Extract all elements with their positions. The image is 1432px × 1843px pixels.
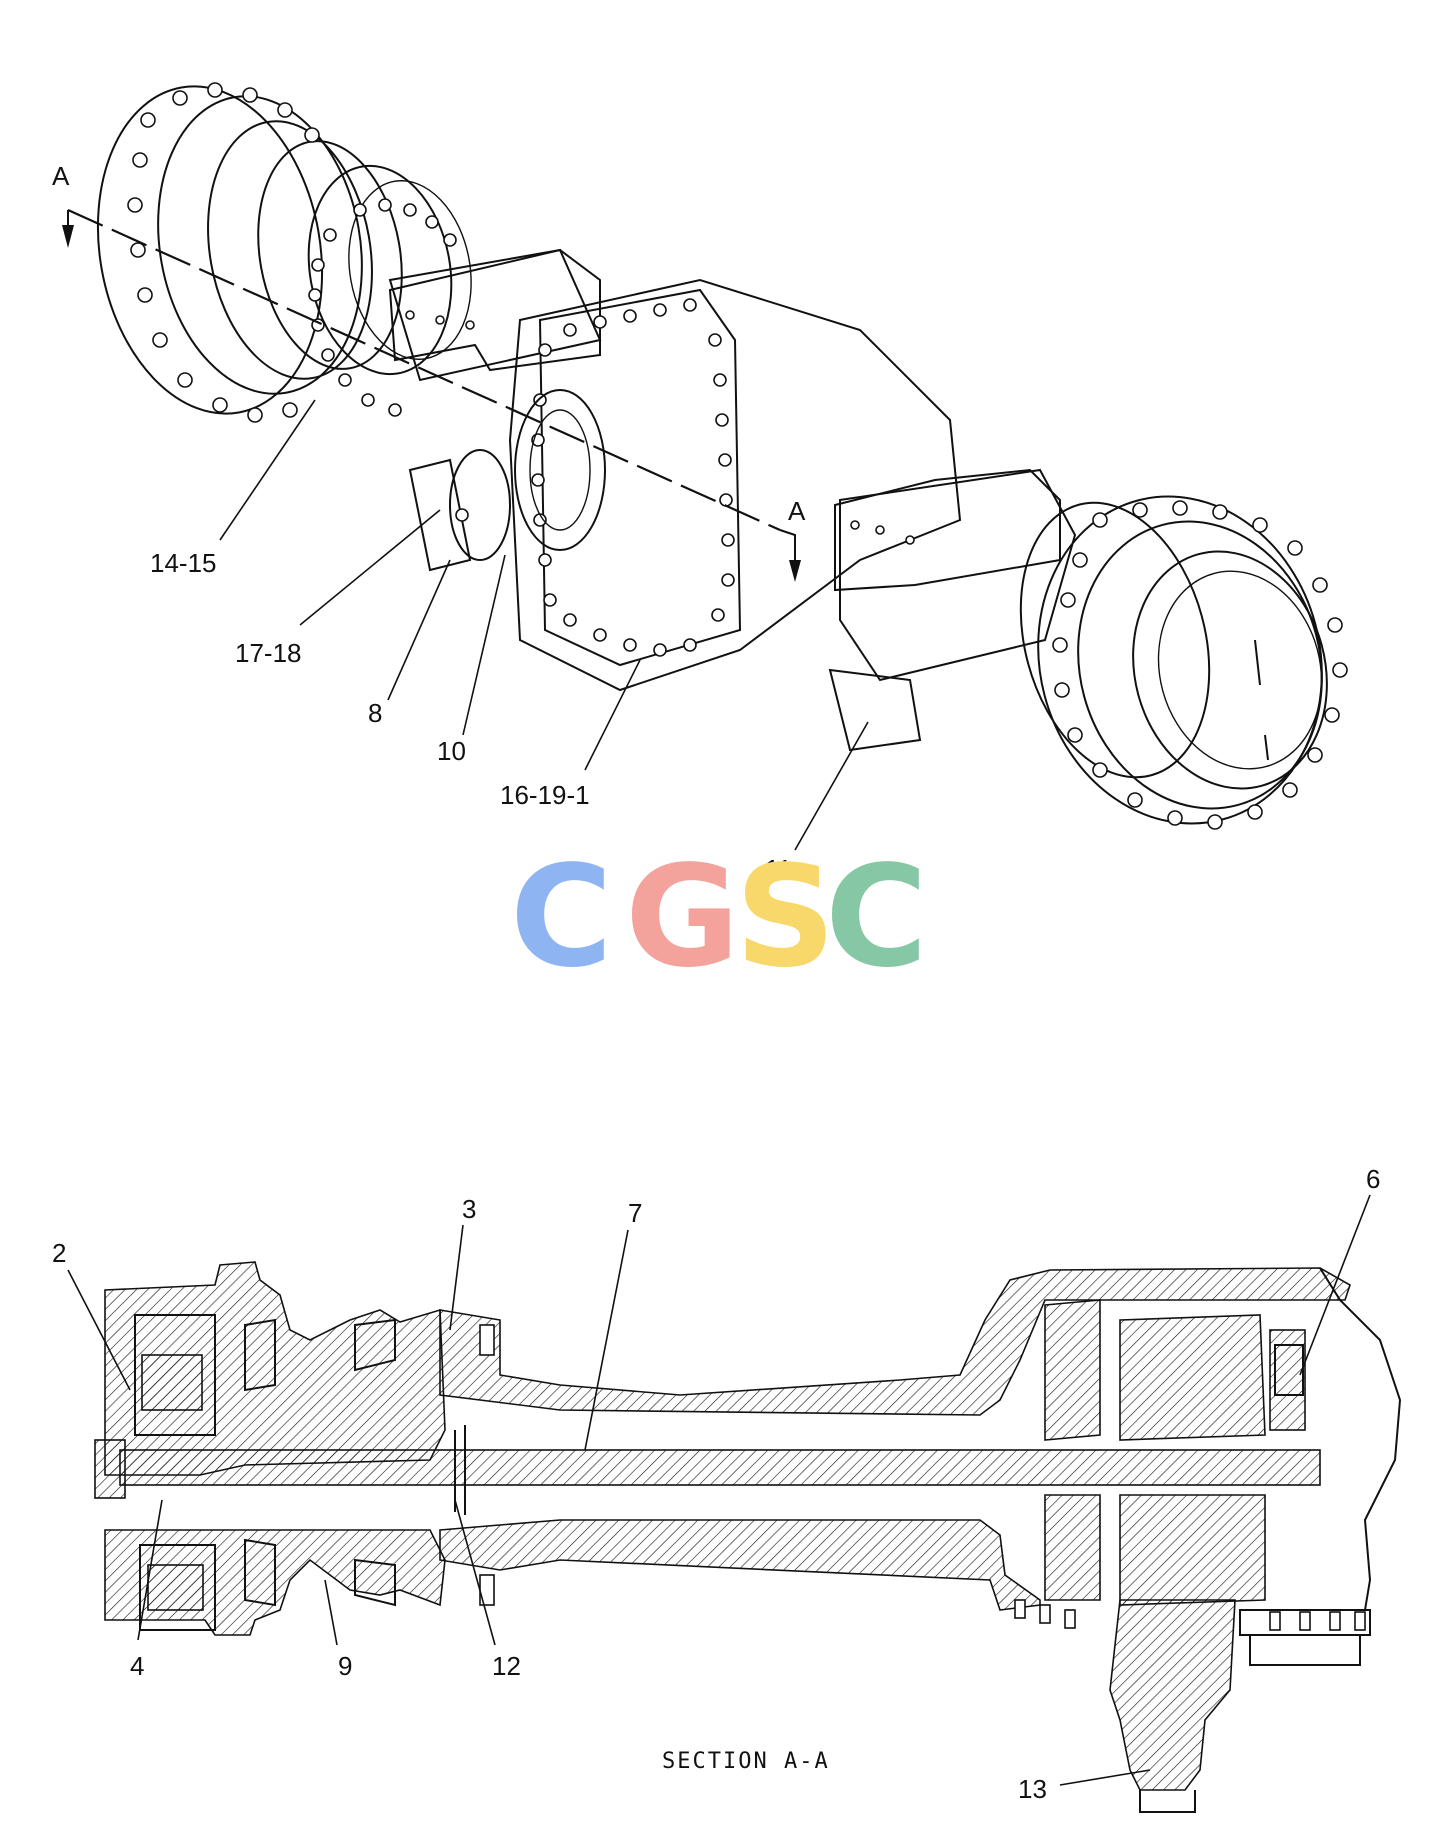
differential-cover bbox=[538, 288, 742, 667]
section-mark-top: A bbox=[52, 161, 70, 191]
housing-bolts bbox=[479, 1324, 1366, 1631]
watermark-letter-4: C bbox=[825, 836, 928, 999]
isometric-axle-view: A A 14-15 17-18 8 10 16-19-1 11 bbox=[52, 82, 1348, 884]
watermark-letter-2: G bbox=[625, 836, 740, 999]
section-mark-right: A bbox=[788, 496, 806, 526]
section-line bbox=[67, 208, 781, 532]
axle-housing-upper bbox=[439, 1267, 1351, 1416]
label-16-19-1: 16-19-1 bbox=[500, 780, 590, 810]
right-hub-bolts bbox=[1052, 500, 1348, 830]
label-13: 13 bbox=[1018, 1774, 1047, 1804]
label-17-18: 17-18 bbox=[235, 638, 302, 668]
left-mount-pad bbox=[388, 248, 601, 372]
differential-case-upper bbox=[1119, 1314, 1266, 1441]
differential-housing bbox=[508, 278, 962, 692]
section-arrow-right bbox=[789, 560, 801, 582]
section-title: SECTION A-A bbox=[662, 1749, 830, 1774]
yoke bbox=[408, 458, 472, 572]
cover-bolts bbox=[531, 298, 735, 657]
axle-shaft bbox=[119, 1449, 1321, 1486]
label-6: 6 bbox=[1366, 1164, 1380, 1194]
left-wheel-hub bbox=[96, 82, 472, 423]
label-2: 2 bbox=[52, 1238, 66, 1268]
label-4: 4 bbox=[130, 1651, 144, 1681]
cgsc-watermark: C G S C bbox=[510, 836, 928, 999]
label-9: 9 bbox=[338, 1651, 352, 1681]
label-12: 12 bbox=[492, 1651, 521, 1681]
differential-case-lower bbox=[1119, 1494, 1266, 1606]
housing-break-line bbox=[1319, 1267, 1402, 1611]
label-8: 8 bbox=[368, 698, 382, 728]
pinion-flange bbox=[449, 449, 511, 561]
left-flange-bolts bbox=[308, 198, 457, 417]
pinion-carrier bbox=[514, 389, 606, 551]
label-10: 10 bbox=[437, 736, 466, 766]
pinion-shaft bbox=[1109, 1599, 1236, 1791]
right-wheel-hub bbox=[1019, 495, 1348, 830]
section-view: 2 3 7 6 4 9 12 13 SECTION A-A bbox=[52, 1164, 1402, 1813]
watermark-letter-1: C bbox=[510, 836, 613, 999]
label-14-15: 14-15 bbox=[150, 548, 217, 578]
label-3: 3 bbox=[462, 1194, 476, 1224]
right-axle-tube bbox=[839, 468, 1077, 682]
watermark-letter-3: S bbox=[735, 836, 836, 999]
label-7: 7 bbox=[628, 1198, 642, 1228]
right-mount-pad bbox=[834, 468, 1061, 592]
mount-bracket bbox=[828, 668, 922, 752]
label-11: 11 bbox=[765, 854, 792, 884]
left-hub-bolts bbox=[127, 82, 320, 423]
axle-housing-lower bbox=[439, 1519, 1041, 1611]
